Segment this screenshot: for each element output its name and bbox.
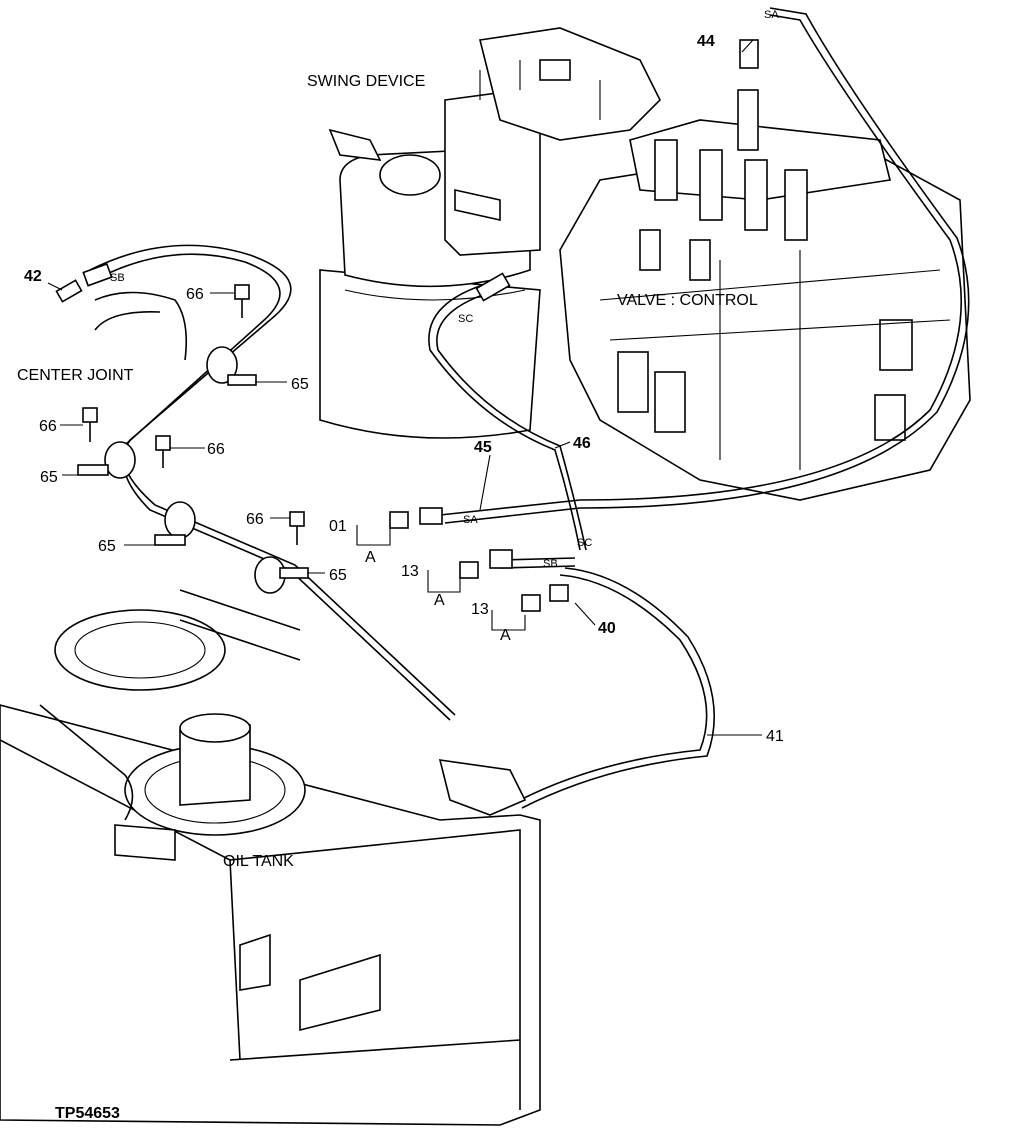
callout-45: 45 — [474, 439, 492, 456]
swing-device-drawing — [319, 27, 661, 439]
leader-lines — [47, 39, 762, 736]
callout-44: 44 — [697, 33, 715, 50]
hose-routing — [89, 7, 970, 809]
callout-41: 41 — [766, 728, 784, 745]
figure-id: TP54653 — [55, 1105, 120, 1122]
center-joint-drawing — [94, 291, 188, 361]
callout-65-a: 65 — [291, 376, 309, 393]
oil-tank-drawing — [0, 589, 541, 1126]
callout-66-a: 66 — [186, 286, 204, 303]
port-label-sc-upper: SC — [458, 313, 473, 325]
center-joint-label: CENTER JOINT — [17, 367, 134, 384]
callout-66-b: 66 — [39, 418, 57, 435]
detail-marker-a2: A — [434, 592, 445, 609]
swing-device-label: SWING DEVICE — [307, 73, 425, 90]
detail-marker-a3: A — [500, 627, 511, 644]
callout-13-a: 13 — [401, 563, 419, 580]
callout-66-c: 66 — [207, 441, 225, 458]
bolts — [82, 284, 305, 545]
detail-marker-a1: A — [365, 549, 376, 566]
port-label-sb-mid: SB — [543, 558, 558, 570]
callout-42: 42 — [24, 268, 42, 285]
port-label-sa-mid: SA — [463, 514, 478, 526]
callout-13-b: 13 — [471, 601, 489, 618]
callout-65-b: 65 — [40, 469, 58, 486]
control-valve-drawing — [559, 89, 971, 501]
callout-66-d: 66 — [246, 511, 264, 528]
port-label-sa-top: SA — [764, 9, 779, 21]
callout-46: 46 — [573, 435, 591, 452]
fittings — [55, 39, 759, 816]
callout-65-c: 65 — [98, 538, 116, 555]
hose-clamps — [77, 346, 309, 594]
port-label-sc-mid: SC — [577, 537, 592, 549]
valve-control-label: VALVE : CONTROL — [617, 292, 758, 309]
callout-40: 40 — [598, 620, 616, 637]
callout-65-d: 65 — [329, 567, 347, 584]
port-label-sb-left: SB — [110, 272, 125, 284]
oil-tank-label: OIL TANK — [223, 853, 294, 870]
callout-01: 01 — [329, 518, 347, 535]
